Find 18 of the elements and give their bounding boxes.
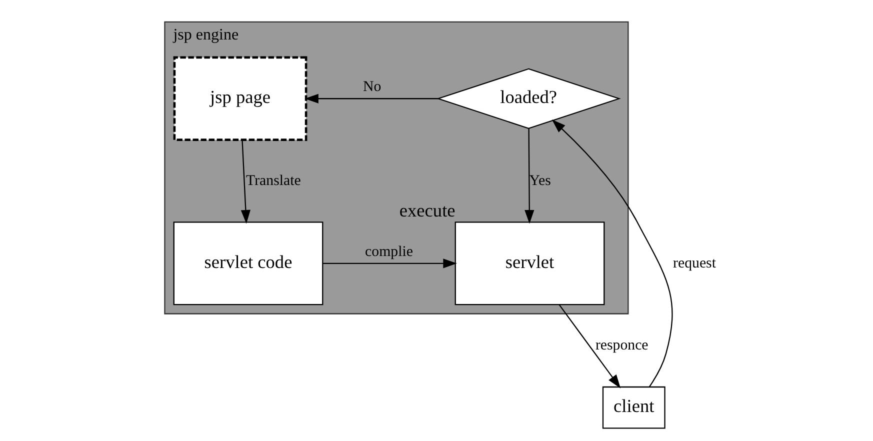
arrow bbox=[322, 258, 457, 268]
arrow bbox=[558, 304, 621, 388]
arrow bbox=[240, 140, 250, 224]
arrow bbox=[552, 120, 673, 387]
node-box: client bbox=[602, 386, 666, 429]
edge-label: No bbox=[363, 79, 382, 96]
edge-label: Yes bbox=[529, 172, 551, 189]
node-box: servlet bbox=[454, 222, 605, 306]
node-box: jsp page bbox=[173, 56, 308, 141]
node-box: servlet code bbox=[173, 222, 324, 306]
node-diamond: loaded? bbox=[436, 68, 621, 129]
edge-label: request bbox=[673, 255, 716, 272]
edge-label: responce bbox=[595, 338, 648, 354]
node-label: execute bbox=[399, 200, 456, 220]
arrow bbox=[304, 94, 438, 104]
edge-label: Translate bbox=[246, 172, 301, 189]
edge-label: complie bbox=[365, 244, 413, 260]
arrow bbox=[524, 128, 534, 224]
